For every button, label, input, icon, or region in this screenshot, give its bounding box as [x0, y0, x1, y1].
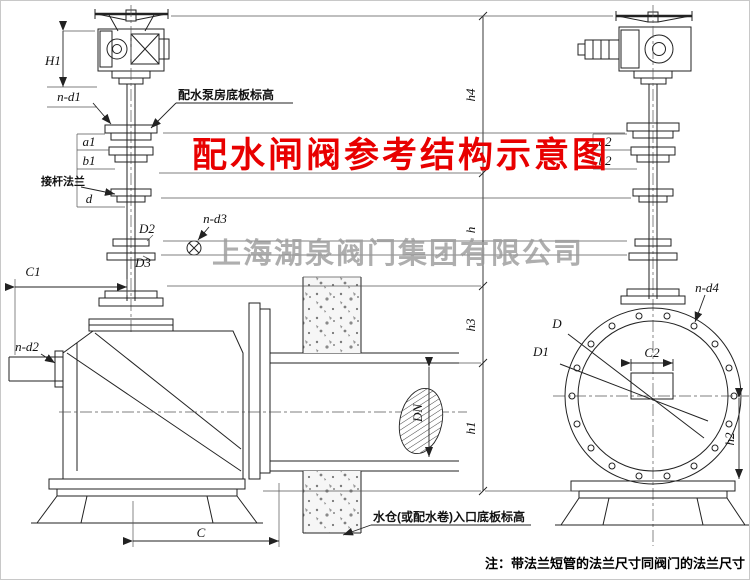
label-n-d4: n-d4: [695, 280, 719, 295]
label-h2: h2: [722, 432, 737, 446]
annotation-leaders: [150, 102, 531, 536]
gate-indicator: [630, 372, 674, 400]
page-title: 配水闸阀参考结构示意图: [192, 136, 610, 175]
label-h: h: [463, 227, 478, 234]
footnote: 注：带法兰短管的法兰尺寸同阀门的法兰尺寸: [485, 556, 745, 571]
label-a1: a1: [83, 134, 96, 149]
label-C: C: [197, 525, 206, 540]
label-DN: DN: [410, 403, 425, 423]
annotation-pump-house-floor: 配水泵房底板标高: [178, 87, 274, 102]
label-h1: h1: [463, 422, 478, 435]
right-view: [553, 5, 749, 546]
label-H1: H1: [44, 53, 61, 68]
left-inlet-stub: [8, 350, 64, 388]
label-D1: D1: [532, 344, 549, 359]
outlet-flange: [248, 302, 261, 480]
right-base: [555, 480, 749, 526]
outlet-pipe: [59, 352, 467, 472]
label-d: d: [86, 191, 93, 206]
label-C1: C1: [25, 264, 40, 279]
annotation-stem-extension-flange: 接杆法兰: [41, 174, 85, 188]
motor: [584, 39, 620, 60]
label-n-d1: n-d1: [57, 89, 81, 104]
label-n-d3: n-d3: [203, 211, 227, 226]
left-stem-flanges: [98, 124, 164, 307]
label-n-d2: n-d2: [15, 339, 39, 354]
label-b2: b2: [599, 153, 613, 168]
watermark-text: 上海湖泉阀门集团有限公司: [212, 236, 584, 270]
label-a2: a2: [599, 134, 613, 149]
right-valve-body: [553, 294, 749, 485]
right-stem-flanges: [620, 122, 686, 305]
right-actuator: [577, 11, 693, 85]
concrete-wall: [302, 276, 362, 534]
label-h4: h4: [463, 88, 478, 102]
actuator-body: [618, 26, 692, 72]
label-D: D: [551, 316, 562, 331]
label-D3: D3: [134, 255, 151, 270]
left-base: [31, 478, 263, 524]
label-b1: b1: [83, 153, 96, 168]
label-D2: D2: [138, 221, 155, 236]
dimension-lines: [5, 11, 743, 547]
left-valve-body: [62, 302, 271, 480]
right-stem: [648, 5, 658, 546]
left-stem: [126, 5, 136, 333]
motor-end: [106, 38, 128, 60]
label-h3: h3: [463, 318, 478, 332]
label-C2: C2: [644, 345, 660, 360]
left-view: [8, 5, 467, 534]
left-actuator: [94, 9, 170, 85]
annotation-sump-inlet-floor: 水仓(或配水卷)入口底板标高: [373, 509, 525, 524]
